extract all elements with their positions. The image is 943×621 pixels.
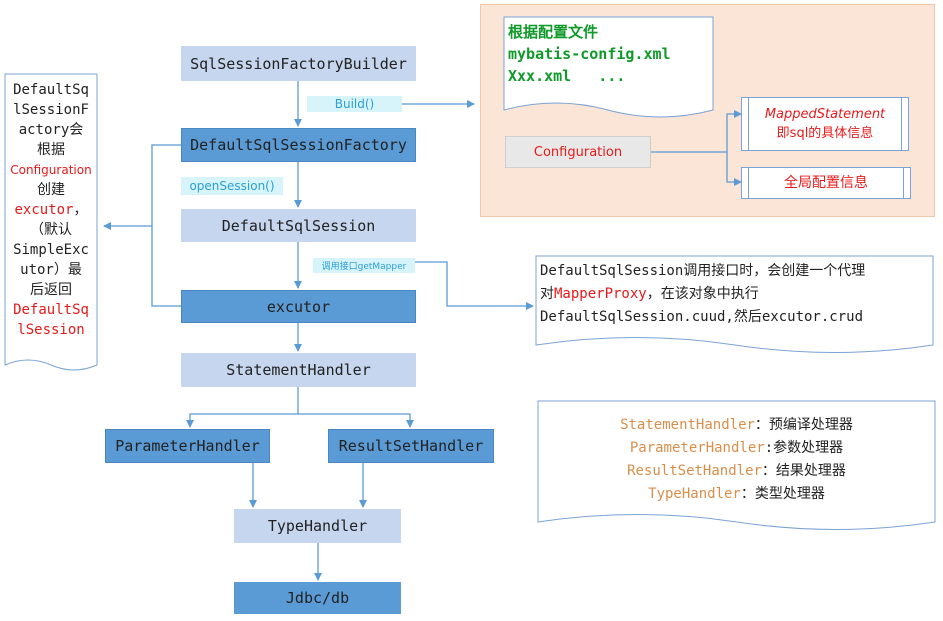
legend-note-shape — [537, 400, 936, 530]
left-note-line: actory会 — [18, 122, 84, 138]
legend-desc: :参数处理器 — [764, 440, 844, 456]
legend-row: TypeHandler：类型处理器 — [538, 483, 935, 506]
legend-desc: ：结果处理器 — [761, 463, 846, 479]
edge-label-build: Build() — [307, 96, 402, 112]
node-executor: excutor — [181, 290, 416, 323]
legend-note: StatementHandler：预编译处理器 ParameterHandler… — [538, 414, 935, 506]
legend-row: ParameterHandler:参数处理器 — [538, 437, 935, 460]
proxy-note-shape — [535, 255, 934, 353]
left-note-line: lSessionF — [13, 102, 89, 118]
node-jdbc-db: Jdbc/db — [234, 582, 401, 614]
left-note-line: 创建 — [37, 182, 65, 198]
legend-row: ResultSetHandler：结果处理器 — [538, 460, 935, 483]
proxy-note-line: DefaultSqlSession调用接口时，会创建一个代理 — [540, 263, 866, 279]
legend-name: ResultSetHandler — [627, 463, 762, 479]
node-default-sql-session: DefaultSqlSession — [181, 209, 416, 242]
legend-row: StatementHandler：预编译处理器 — [538, 414, 935, 437]
global-config-label: 全局配置信息 — [784, 175, 868, 191]
edge-label-open-session: openSession() — [181, 177, 283, 195]
left-note-line: （默认 — [30, 222, 72, 238]
proxy-note-mapper-proxy: MapperProxy — [554, 286, 647, 302]
proxy-note: DefaultSqlSession调用接口时，会创建一个代理 对MapperPr… — [540, 260, 865, 329]
edge-getmapper-proxy — [415, 261, 534, 310]
config-file-mybatis: mybatis-config.xml — [508, 45, 671, 63]
edge-statement-split — [186, 387, 299, 428]
configuration-box: Configuration — [505, 136, 651, 168]
node-statement-handler: StatementHandler — [181, 353, 416, 387]
proxy-note-line: 对MapperProxy，在该对象中执行 — [540, 283, 865, 306]
node-parameter-handler: ParameterHandler — [105, 429, 270, 463]
left-note-line: utor）最 — [20, 262, 82, 278]
legend-desc: ：类型处理器 — [740, 486, 825, 502]
left-note-line: DefaultSq — [13, 82, 89, 98]
left-note: DefaultSq lSessionF actory会 根据 Configura… — [5, 80, 97, 340]
legend-name: StatementHandler — [620, 417, 755, 433]
edge-statement-split-right — [298, 413, 414, 428]
legend-desc: ：预编译处理器 — [754, 417, 853, 433]
left-note-line: 后返回 — [30, 282, 72, 298]
legend-name: ParameterHandler — [629, 440, 765, 456]
proxy-note-text: 对 — [540, 286, 554, 302]
node-sql-session-factory-builder: SqlSessionFactoryBuilder — [181, 46, 416, 81]
proxy-note-text: ，在该对象中执行 — [646, 286, 759, 302]
config-file-note: 根据配置文件 mybatis-config.xml Xxx.xml ... — [508, 21, 671, 87]
mapped-statement-box: MappedStatement 即sql的具体信息 — [741, 97, 909, 151]
left-note-return: DefaultSq — [13, 302, 89, 318]
left-note-line: SimpleExc — [13, 242, 89, 258]
node-type-handler: TypeHandler — [234, 509, 401, 543]
proxy-note-line: DefaultSqlSession.cuud,然后excutor.crud — [540, 309, 864, 325]
mapped-statement-desc: 即sql的具体信息 — [776, 126, 874, 141]
config-file-title: 根据配置文件 — [508, 23, 599, 41]
left-note-executor: excutor — [14, 202, 74, 218]
legend-name: TypeHandler — [648, 486, 741, 502]
left-note-comma: ， — [73, 202, 88, 218]
mapped-statement-title: MappedStatement — [764, 107, 886, 122]
node-default-sql-session-factory: DefaultSqlSessionFactory — [181, 128, 416, 162]
left-note-configuration: Configuration — [10, 163, 92, 177]
left-note-return: lSession — [17, 322, 85, 338]
global-config-box: 全局配置信息 — [741, 167, 911, 199]
left-note-shape — [4, 73, 98, 371]
left-note-line: excutor， — [5, 200, 97, 220]
config-file-xxx: Xxx.xml ... — [508, 67, 626, 85]
node-resultset-handler: ResultSetHandler — [328, 429, 494, 463]
edge-label-get-mapper: 调用接口getMapper — [313, 258, 415, 273]
left-note-line: 根据 — [37, 142, 65, 158]
